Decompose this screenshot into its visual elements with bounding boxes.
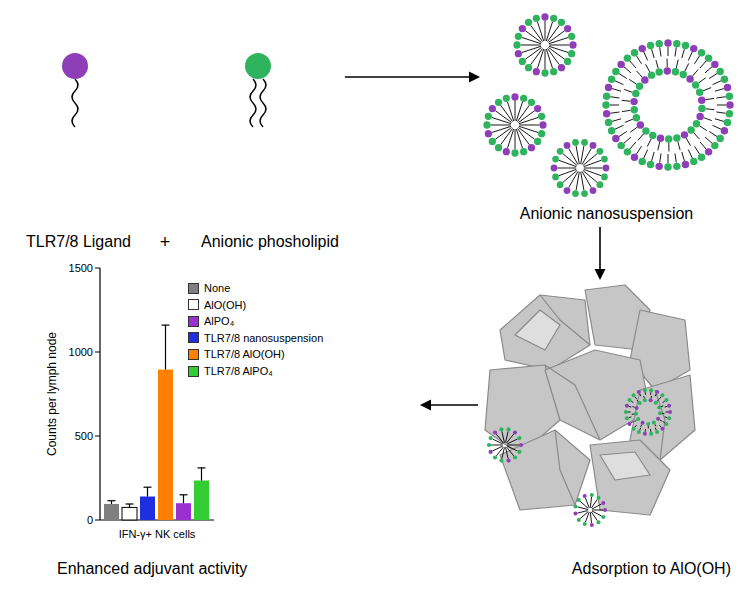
legend-text: None: [204, 282, 230, 294]
tick-label: 1000: [69, 346, 93, 358]
legend-swatch: [188, 299, 199, 310]
flow-arrow: [345, 72, 480, 83]
stage-region: TLR7/8 Ligand: [20, 40, 137, 255]
arrow-shaft: [345, 76, 471, 78]
flow-arrow: [595, 227, 606, 280]
stage-region: Anionic phosholipid: [195, 40, 345, 255]
tick-label: 500: [75, 430, 93, 442]
legend-text: TLR7/8 nanosuspension: [204, 332, 323, 344]
plus-sign: +: [160, 232, 171, 253]
phospholipid-molecule: [245, 53, 271, 127]
tick-label: 0: [87, 514, 93, 526]
stage-label: Enhanced adjuvant activity: [55, 560, 249, 582]
bar-chart: [95, 268, 214, 520]
legend-swatch: [188, 349, 199, 360]
flow-arrow: [420, 400, 478, 411]
legend-entry: None: [188, 282, 230, 294]
legend-swatch: [188, 332, 199, 343]
ligand-molecule: [62, 53, 88, 127]
legend-swatch: [188, 316, 199, 327]
legend-entry: TLR7/8 AlO(OH): [188, 348, 285, 360]
legend-entry: TLR7/8 nanosuspension: [188, 332, 323, 344]
legend-entry: AlO(OH): [188, 299, 246, 311]
legend-swatch: [188, 283, 199, 294]
legend-entry: TLR7/8 AlPO₄: [188, 365, 273, 377]
legend-text: AlPO₄: [204, 315, 234, 327]
axis-title: Counts per lymph node: [45, 332, 59, 456]
arrow-shaft: [599, 227, 601, 271]
stage-region: Anionic nanosuspension: [480, 5, 733, 227]
aluminium-aggregate: [485, 285, 695, 515]
stage-label: Adsorption to AlO(OH): [570, 560, 733, 582]
arrow-shaft: [429, 404, 478, 406]
legend-text: TLR7/8 AlPO₄: [204, 365, 273, 377]
stage-region: Adsorption to AlO(OH): [478, 280, 733, 582]
tick-label: 1500: [69, 262, 93, 274]
legend-text: TLR7/8 AlO(OH): [204, 348, 285, 360]
stage-label: Anionic nanosuspension: [518, 205, 695, 227]
legend-swatch: [188, 366, 199, 377]
lipid-particles: [483, 13, 733, 527]
stage-label: Anionic phosholipid: [199, 233, 341, 255]
stage-label: TLR7/8 Ligand: [24, 233, 133, 255]
legend-entry: AlPO₄: [188, 315, 234, 327]
legend-text: AlO(OH): [204, 299, 246, 311]
category-label: IFN-γ+ NK cells: [119, 528, 196, 540]
